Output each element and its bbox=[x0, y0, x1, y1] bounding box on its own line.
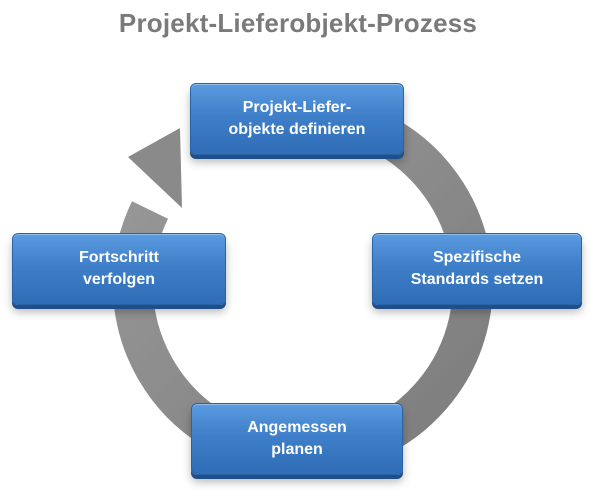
step-define-deliverables: Projekt-Liefer- objekte definieren bbox=[190, 83, 404, 155]
step-label: Spezifische Standards setzen bbox=[410, 249, 544, 288]
step-plan: Angemessen planen bbox=[191, 403, 403, 475]
step-track-progress: Fortschritt verfolgen bbox=[12, 233, 226, 305]
cycle-arrowhead bbox=[128, 128, 182, 208]
diagram-title: Projekt-Lieferobjekt-Prozess bbox=[118, 8, 478, 38]
step-label: Fortschritt verfolgen bbox=[79, 249, 159, 288]
step-label: Angemessen planen bbox=[247, 419, 347, 458]
step-label: Projekt-Liefer- objekte definieren bbox=[228, 99, 366, 138]
step-set-standards: Spezifische Standards setzen bbox=[372, 233, 582, 305]
